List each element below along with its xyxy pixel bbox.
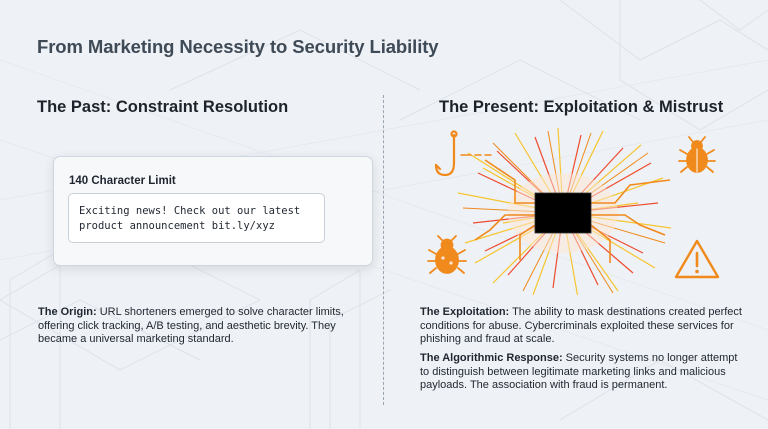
exploitation-diagram bbox=[427, 127, 720, 295]
algorithmic-paragraph: The Algorithmic Response: Security syste… bbox=[420, 352, 742, 393]
exploitation-lead: The Exploitation: bbox=[420, 306, 510, 318]
bug-icon bbox=[678, 136, 716, 173]
tweet-line-1: Exciting news! Check out our latest bbox=[79, 205, 301, 217]
tweet-card: 140 Character Limit Exciting news! Check… bbox=[53, 156, 373, 266]
tweet-text: Exciting news! Check out our latest prod… bbox=[79, 204, 319, 234]
hook-icon bbox=[434, 130, 492, 177]
tweet-line-2: product announcement bit.ly/xyz bbox=[79, 220, 275, 232]
section-divider bbox=[383, 95, 384, 405]
exploitation-text: The ability to mask destinations created… bbox=[420, 306, 742, 345]
bug-icon bbox=[427, 235, 467, 274]
origin-text: URL shorteners emerged to solve characte… bbox=[38, 306, 344, 345]
character-limit-label: 140 Character Limit bbox=[69, 175, 176, 187]
algorithmic-lead: The Algorithmic Response: bbox=[420, 352, 563, 364]
origin-paragraph: The Origin: URL shorteners emerged to so… bbox=[38, 306, 348, 347]
warning-icon bbox=[674, 239, 720, 279]
origin-lead: The Origin: bbox=[38, 306, 97, 318]
core-chip bbox=[534, 192, 592, 234]
tweet-text-box: Exciting news! Check out our latest prod… bbox=[68, 193, 325, 243]
page-title: From Marketing Necessity to Security Lia… bbox=[37, 36, 439, 57]
section-heading-past: The Past: Constraint Resolution bbox=[37, 98, 289, 116]
exploitation-paragraph: The Exploitation: The ability to mask de… bbox=[420, 306, 742, 347]
section-heading-present: The Present: Exploitation & Mistrust bbox=[439, 98, 724, 116]
circuit-traces bbox=[474, 159, 671, 263]
algorithmic-text: Security systems no longer attempt to di… bbox=[420, 352, 738, 391]
